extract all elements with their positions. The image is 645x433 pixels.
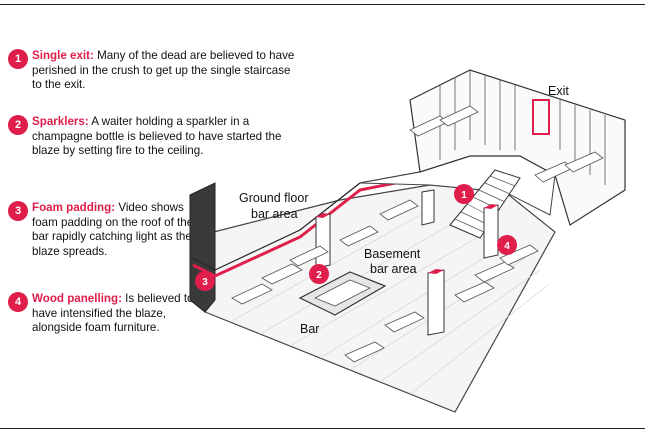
svg-text:3: 3: [202, 277, 208, 288]
svg-text:1: 1: [461, 190, 467, 201]
label-bar: Bar: [300, 322, 319, 336]
label-ground-floor: Ground floor: [239, 191, 308, 205]
note-body: Is believed to have intensified the blaz…: [32, 292, 194, 334]
dark-end-wall: [189, 182, 216, 313]
svg-text:2: 2: [316, 270, 322, 281]
label-basement: Basement: [364, 247, 421, 261]
label-ground-floor-area: bar area: [251, 207, 298, 221]
bottom-rule: [0, 428, 645, 429]
marker-1: 1: [454, 184, 474, 204]
badge-2: 2: [8, 115, 28, 135]
top-rule: [0, 4, 645, 5]
pillar-caps: [316, 204, 498, 274]
note-title: Sparklers:: [32, 115, 89, 128]
marker-2: 2: [309, 264, 329, 284]
note-title: Single exit:: [32, 49, 94, 62]
note-body: Many of the dead are believed to have pe…: [32, 49, 295, 91]
note-body: A waiter holding a sparkler in a champag…: [32, 115, 282, 157]
badge-1: 1: [8, 49, 28, 69]
marker-4: 4: [497, 235, 517, 255]
bar-counter-inner: [314, 279, 371, 307]
staircase: [449, 169, 521, 239]
badge-3: 3: [8, 201, 28, 221]
note-title: Wood panelling:: [32, 292, 122, 305]
svg-text:4: 4: [504, 241, 510, 252]
label-basement-area: bar area: [370, 262, 417, 276]
seating: [231, 105, 604, 363]
note-title: Foam padding:: [32, 201, 116, 214]
note-body: Video shows foam padding on the roof of …: [32, 201, 194, 258]
label-exit: Exit: [548, 84, 569, 98]
badge-4: 4: [8, 292, 28, 312]
exit-door: [532, 99, 550, 135]
marker-3: 3: [195, 271, 215, 291]
